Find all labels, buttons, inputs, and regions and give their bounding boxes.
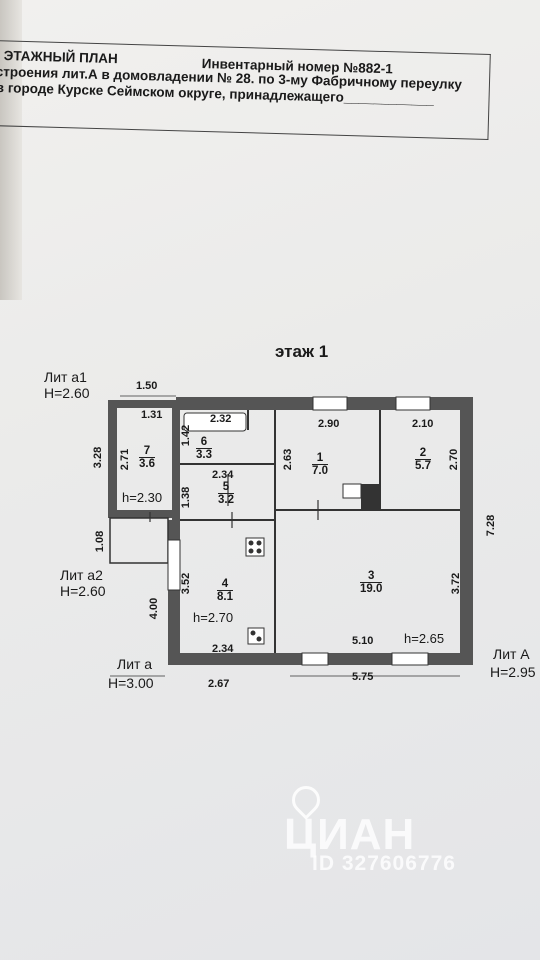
lit-a-main-name: Лит А [493,646,530,662]
ceiling-height-a1: h=2.30 [122,490,163,505]
dim-3-52: 3.52 [180,572,193,595]
dim-1-50: 1.50 [136,380,158,392]
dim-2-70: 2.70 [448,448,461,471]
lit-a-main-height: Н=2.95 [490,664,536,680]
window-top-2 [395,396,431,411]
plan-title: этаж 1 [275,342,329,361]
window-top-1 [312,396,348,411]
stove-icon-1 [245,537,265,557]
dim-3-28: 3.28 [92,446,105,469]
dim-1-08: 1.08 [94,530,107,553]
annex-a1-wall-bottom [108,510,180,518]
watermark-logo: ЦИАН [284,810,416,859]
annex-a1-wall-top [108,400,180,408]
dim-2-10: 2.10 [412,418,434,430]
dim-2-34-bottom: 2.34 [212,643,234,655]
window-left-1 [167,539,181,591]
dim-1-38: 1.38 [180,486,193,509]
dim-3-72: 3.72 [450,572,463,595]
dim-7-28: 7.28 [485,514,498,537]
dim-2-32: 2.32 [210,413,232,425]
outer-wall-right [460,397,473,665]
window-bottom-1 [301,652,329,666]
annex-a1-wall-left [108,400,117,518]
dim-1-31: 1.31 [141,409,163,421]
dim-5-10: 5.10 [352,635,374,647]
dim-5-75: 5.75 [352,671,374,683]
annex-a-height: Н=3.00 [108,675,154,691]
chimney-icon [361,484,380,510]
annex-a2-height: Н=2.60 [60,583,106,599]
annex-a2-name: Лит а2 [60,567,103,583]
page-edge-shadow [0,0,22,300]
dim-2-90: 2.90 [318,418,340,430]
dim-2-63: 2.63 [282,448,295,471]
dim-2-34-top: 2.34 [212,469,234,481]
annex-a-name: Лит а [117,656,153,672]
ceiling-height-main: h=2.65 [404,631,445,646]
dim-1-42: 1.42 [180,424,193,447]
bathtub-icon [183,412,247,432]
dim-4-00: 4.00 [148,597,161,620]
stove-icon-2 [247,627,265,645]
wall-a1-right [172,400,180,522]
ceiling-height-a: h=2.70 [193,610,234,625]
watermark-id: ID 327606776 [312,852,456,875]
annex-a1-height: Н=2.60 [44,385,90,401]
dim-2-71: 2.71 [119,448,132,471]
window-bottom-2 [391,652,429,666]
annex-a1-name: Лит а1 [44,369,87,385]
heater-icon [342,483,362,499]
dim-2-67: 2.67 [208,678,230,690]
